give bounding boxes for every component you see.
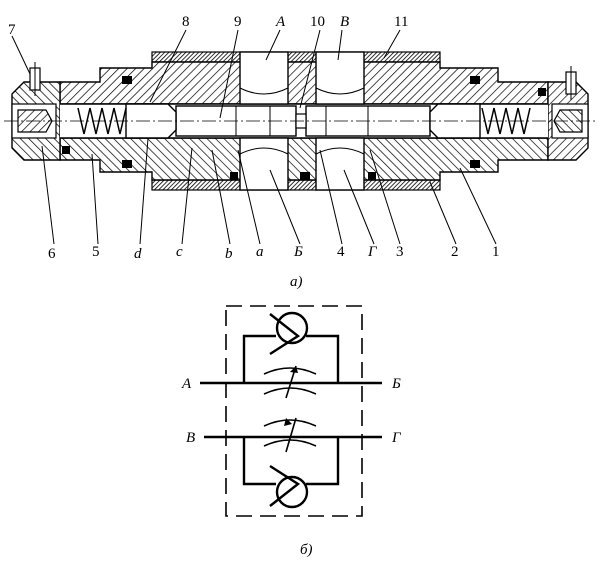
callout-d: d	[134, 246, 142, 262]
callout-port-Ge: Г	[367, 244, 378, 260]
sleeve-bottom	[151, 179, 441, 191]
caption-b: б)	[300, 542, 313, 558]
port-label-Ge: Г	[391, 430, 402, 446]
callout-10: 10	[310, 14, 325, 30]
callout-6: 6	[48, 246, 56, 262]
callout-a: a	[256, 244, 264, 260]
check-valve-top	[275, 311, 309, 345]
port-label-B: В	[186, 430, 195, 446]
spring-left	[77, 107, 127, 135]
callout-2: 2	[451, 244, 459, 260]
callout-5: 5	[92, 244, 100, 260]
o-ring-seals	[62, 76, 546, 180]
callout-port-Be: Б	[293, 244, 303, 260]
port-label-Be: Б	[391, 376, 401, 392]
callout-4: 4	[337, 244, 345, 260]
callout-b: b	[225, 246, 233, 262]
valve-left	[125, 103, 177, 139]
callout-11: 11	[394, 14, 408, 30]
cross-section-drawing: 7 8 9 А 10 В 11 6 5 d c b a Б 4 Г 3 2 1 …	[4, 14, 596, 290]
callout-port-B: В	[340, 14, 349, 30]
callout-9: 9	[234, 14, 242, 30]
enclosure-dashed	[225, 305, 363, 517]
spring-right	[481, 107, 531, 135]
callout-8: 8	[182, 14, 190, 30]
schematic-drawing: А Б В Г б)	[181, 305, 402, 558]
check-valve-bottom	[275, 475, 309, 509]
caption-a: а)	[290, 274, 303, 290]
port-label-A: А	[181, 376, 192, 392]
callout-c: c	[176, 244, 183, 260]
port-channels	[239, 51, 365, 191]
callout-port-A: А	[275, 14, 286, 30]
sleeve-top	[151, 51, 441, 63]
callout-3: 3	[396, 244, 404, 260]
callout-7: 7	[8, 22, 16, 38]
callout-1: 1	[492, 244, 500, 260]
leader-lines	[11, 29, 497, 245]
